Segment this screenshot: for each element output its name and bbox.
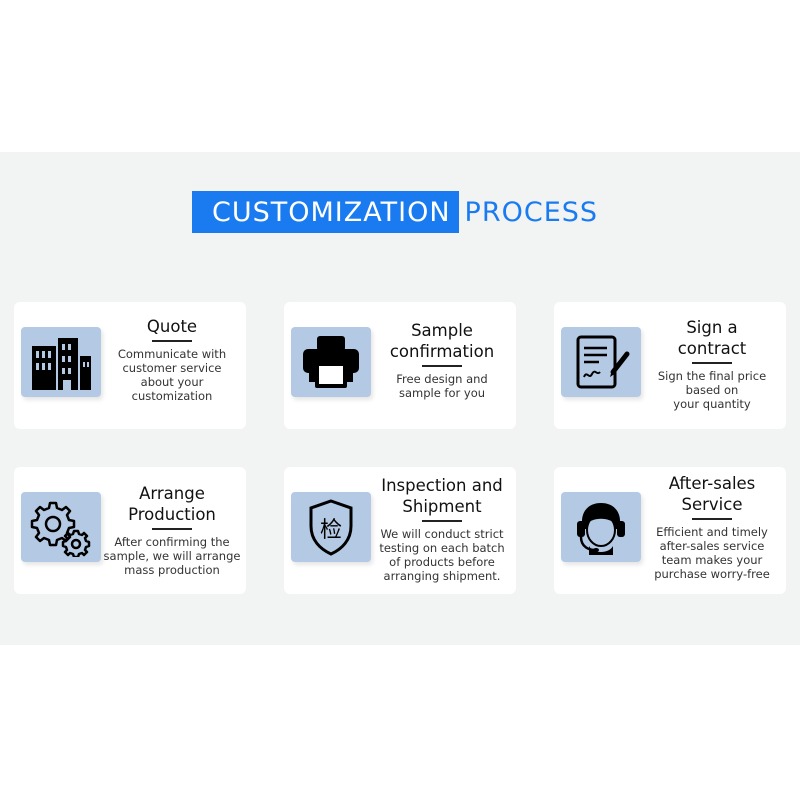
step-card-sample-confirmation: Sample confirmation Free design and samp… xyxy=(284,302,516,429)
step-title: Sign a contract xyxy=(677,318,747,358)
title-divider xyxy=(422,520,462,522)
title-divider xyxy=(692,518,732,520)
section-heading: CUSTOMIZATION PROCESS xyxy=(192,191,598,233)
step-card-sign-contract: Sign a contract Sign the final price bas… xyxy=(554,302,786,429)
step-content: Quote Communicate with customer service … xyxy=(98,302,246,429)
step-content: Sign a contract Sign the final price bas… xyxy=(638,302,786,429)
step-description: Free design and sample for you xyxy=(396,372,488,400)
step-icon-box xyxy=(561,492,641,562)
title-divider xyxy=(422,365,462,367)
title-divider xyxy=(152,528,192,530)
step-content: Arrange Production After confirming the … xyxy=(98,467,246,594)
heading-highlight: CUSTOMIZATION xyxy=(192,191,459,233)
step-card-arrange-production: Arrange Production After confirming the … xyxy=(14,467,246,594)
step-icon-box xyxy=(21,492,101,562)
title-divider xyxy=(152,340,192,342)
step-icon-box: 检 xyxy=(291,492,371,562)
step-title: Inspection and Shipment xyxy=(381,476,503,516)
step-icon-box xyxy=(561,327,641,397)
step-card-after-sales-service: After-sales Service Efficient and timely… xyxy=(554,467,786,594)
step-title: Arrange Production xyxy=(128,484,216,524)
factory-icon xyxy=(32,338,91,390)
step-content: After-sales Service Efficient and timely… xyxy=(638,467,786,594)
step-icon-box xyxy=(21,327,101,397)
inspection-character: 检 xyxy=(320,518,342,543)
step-description: We will conduct strict testing on each b… xyxy=(379,527,505,583)
title-divider xyxy=(692,362,732,364)
inspection-shield-icon: 检 xyxy=(309,499,353,556)
gears-icon xyxy=(30,501,91,557)
step-icon-box xyxy=(291,327,371,397)
heading-rest: PROCESS xyxy=(464,196,599,228)
contract-icon xyxy=(576,335,630,389)
step-description: Communicate with customer service about … xyxy=(117,347,227,403)
step-description: Efficient and timely after-sales service… xyxy=(654,525,770,581)
step-card-quote: Quote Communicate with customer service … xyxy=(14,302,246,429)
step-content: Sample confirmation Free design and samp… xyxy=(368,302,516,429)
step-card-inspection-shipment: 检 Inspection and Shipment We will conduc… xyxy=(284,467,516,594)
step-title: After-sales Service xyxy=(668,474,756,514)
step-title: Sample confirmation xyxy=(389,321,495,361)
printer-icon xyxy=(303,336,359,388)
step-description: Sign the final price based on your quant… xyxy=(657,369,767,411)
step-content: Inspection and Shipment We will conduct … xyxy=(368,467,516,594)
headset-icon xyxy=(577,503,625,555)
step-title: Quote xyxy=(146,317,198,336)
step-description: After confirming the sample, we will arr… xyxy=(103,535,241,577)
